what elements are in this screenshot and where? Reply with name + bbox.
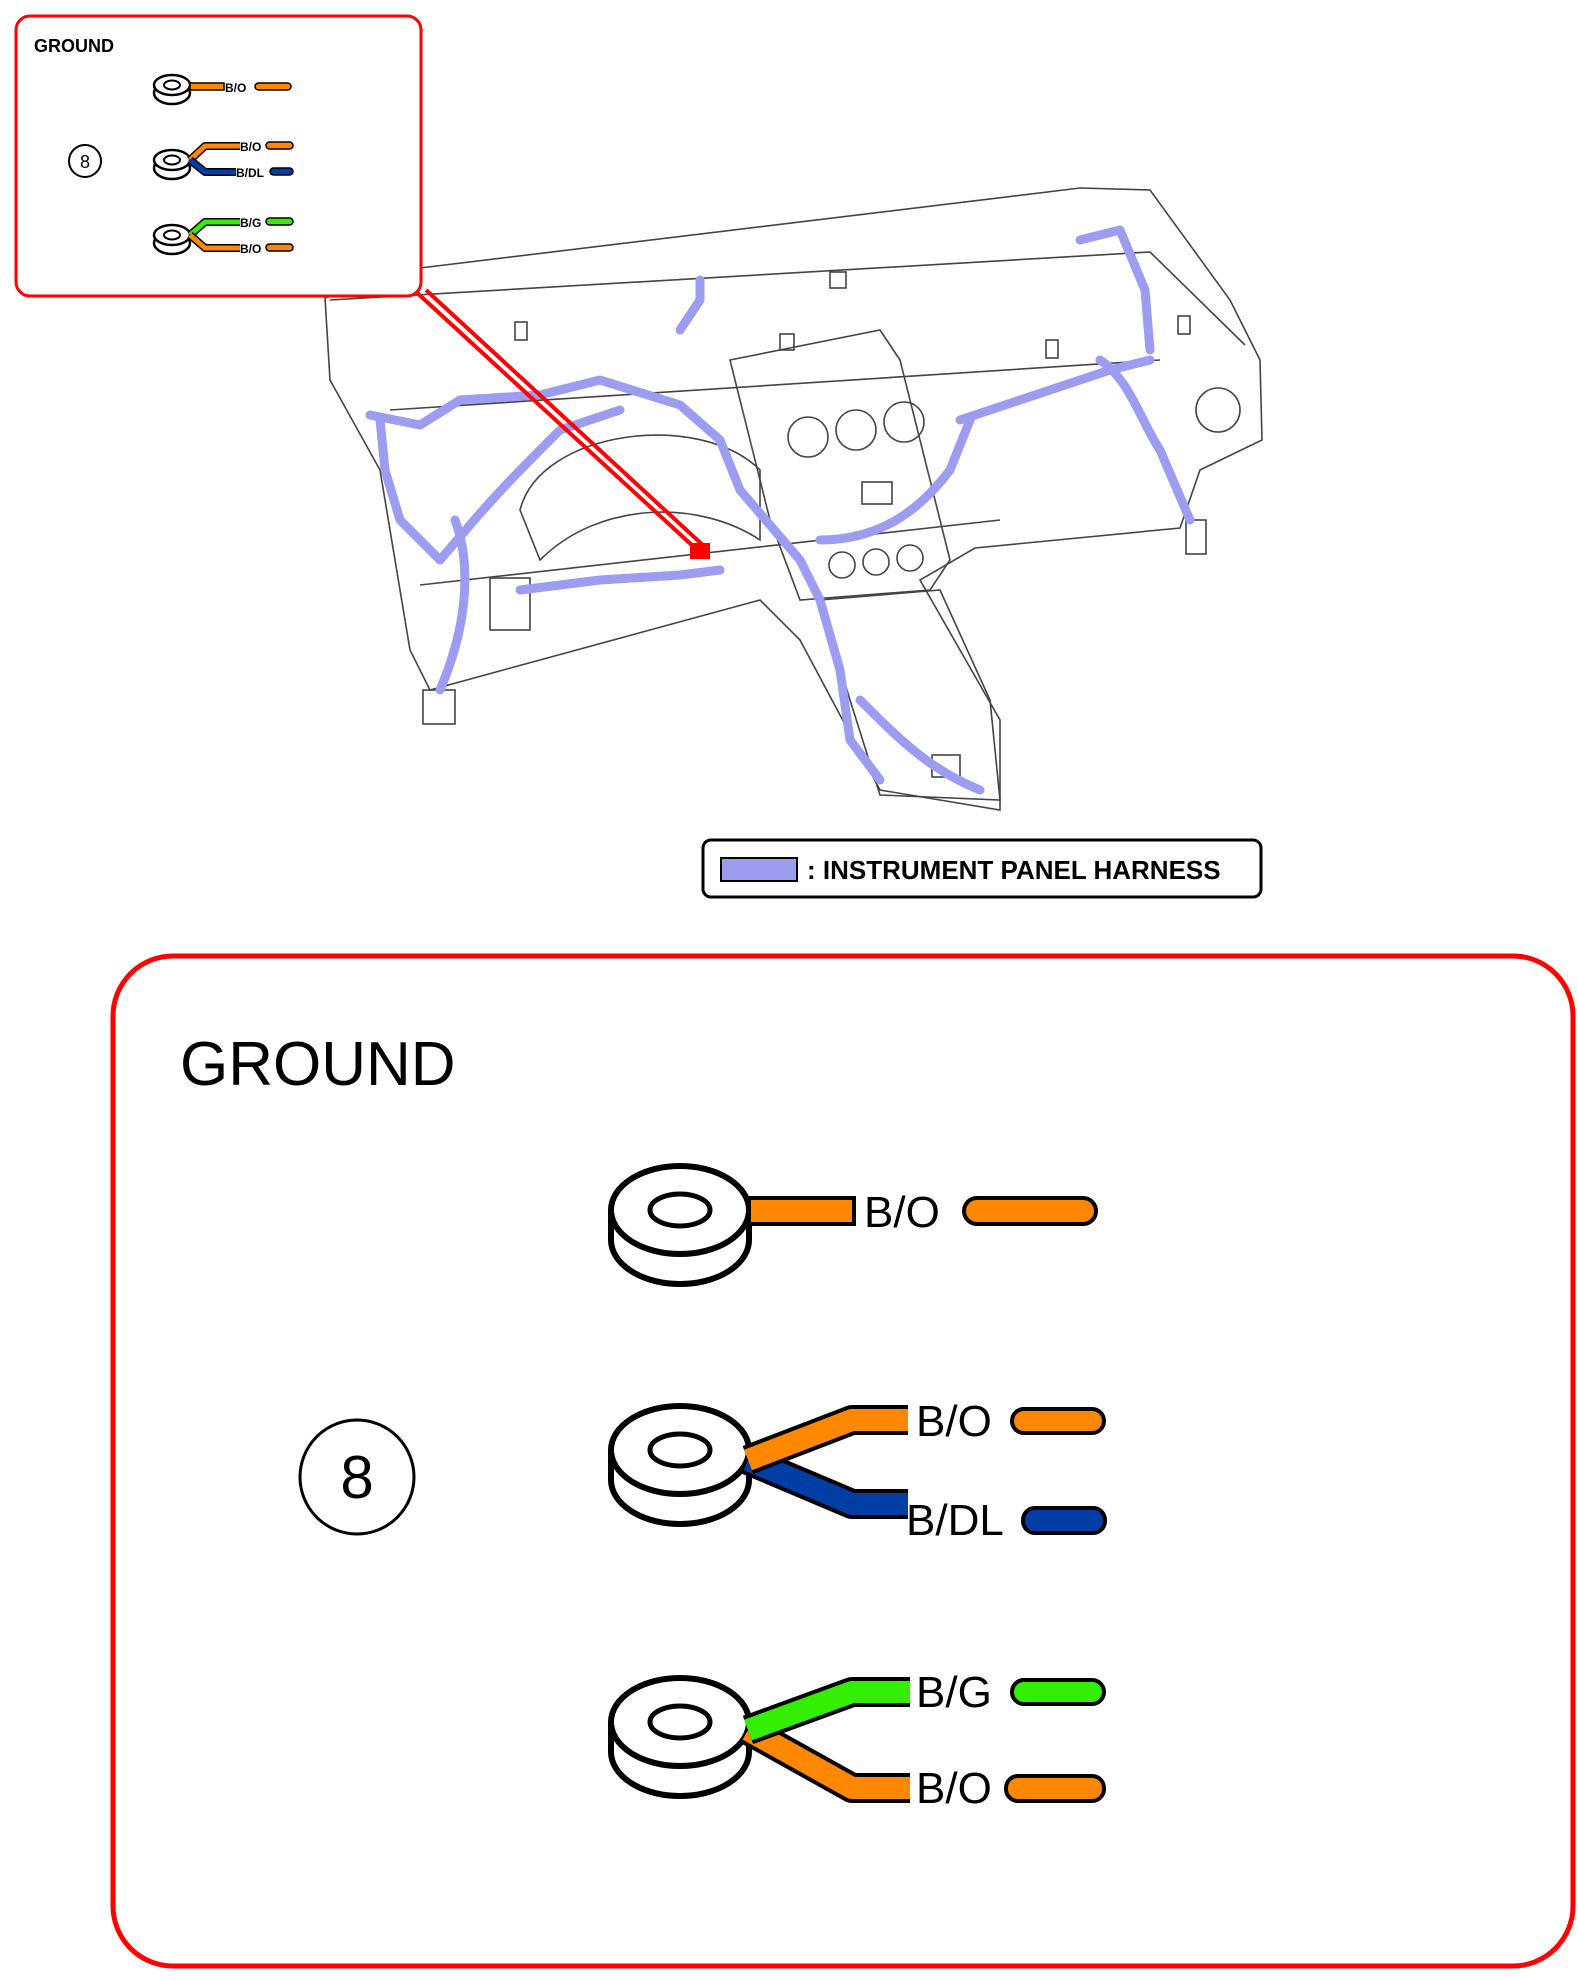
dashboard-outline [324,187,1263,811]
harness-run [1095,355,1195,525]
detail-terminal-1-wire-1 [747,1196,856,1226]
detail-terminal-3: B/G B/O [608,1668,1106,1813]
detail-terminal-2: B/O B/DL [608,1397,1107,1545]
center-stack [729,329,951,601]
connector [779,333,795,351]
callout-leader [412,288,708,550]
inset-title: GROUND [34,36,114,56]
connector [514,321,528,341]
inset-ground-number: 8 [80,152,90,172]
detail-terminal-2-wire-1-label: B/O [916,1397,992,1446]
legend-swatch [720,857,798,882]
instrument-panel-drawing [324,187,1263,811]
inset-terminal-3-wire-2-label: B/O [240,242,261,256]
inset-border [14,14,423,298]
detail-terminal-3-wire-1-label: B/G [916,1668,992,1717]
connector [829,271,847,289]
harness-legend: : INSTRUMENT PANEL HARNESS [701,838,1263,899]
connector [861,481,893,505]
detail-terminal-3-wire-2-label: B/O [916,1764,992,1813]
detail-terminal-2-wire-2-label: B/DL [906,1496,1004,1545]
inset-terminal-2: B/O B/DL [152,140,294,181]
legend-label: : INSTRUMENT PANEL HARNESS [807,855,1221,885]
connector [1177,315,1191,335]
harness-run [1075,225,1155,355]
inset-terminal-2-wire-1-label: B/O [240,140,261,154]
dashboard-mid-edge [389,359,1161,411]
harness-run [375,415,475,565]
harness-run [675,275,705,335]
harness-run [815,415,975,545]
detail-title: GROUND [180,1030,456,1099]
connector [1045,339,1059,359]
harness-run [365,375,745,495]
harness-run [855,695,985,795]
connector [489,577,531,631]
detail-terminal-1-wire-1-label: B/O [864,1188,940,1237]
knob-circle [896,544,924,572]
knob-circle [828,551,856,579]
detail-ground-number-circle [298,1418,416,1536]
inset-ground-number-circle [68,144,102,178]
cluster-hood [519,434,761,562]
detail-ground-number: 8 [340,1444,373,1511]
vent-circle [1195,387,1241,433]
connector [422,689,456,725]
harness-run [735,485,885,785]
harness-run [465,405,625,530]
harness-run [955,355,1155,425]
dashboard-top-edge [329,251,1246,346]
inset-terminal-3-wire-1-label: B/G [240,216,261,230]
vent-circle [835,409,877,451]
inset-terminal-3: B/G B/O [152,216,294,256]
harness-run [515,565,725,595]
detail-terminal-2-wire-2 [743,1449,908,1515]
detail-terminal-2-wire-1 [744,1409,908,1471]
inset-callout: GROUND 8 B/O B/O B/DL [14,14,423,298]
detail-border [110,953,1576,1969]
vent-circle [787,416,829,458]
inset-terminal-1-wire-1-label: B/O [225,81,246,95]
inset-terminal-2-wire-2-label: B/DL [236,166,264,180]
detail-terminal-3-wire-1 [744,1681,910,1741]
legend-border [701,838,1263,899]
instrument-panel-harness [365,225,1195,795]
vent-circle [883,401,925,443]
detail-terminal-3-wire-2 [742,1720,910,1799]
detail-terminal-1: B/O [608,1163,1098,1287]
inset-terminal-1: B/O [152,73,292,106]
center-console [818,589,1001,801]
knob-circle [862,548,890,576]
connector [1185,519,1207,555]
detail-callout: GROUND 8 B/O B/O [110,953,1576,1969]
